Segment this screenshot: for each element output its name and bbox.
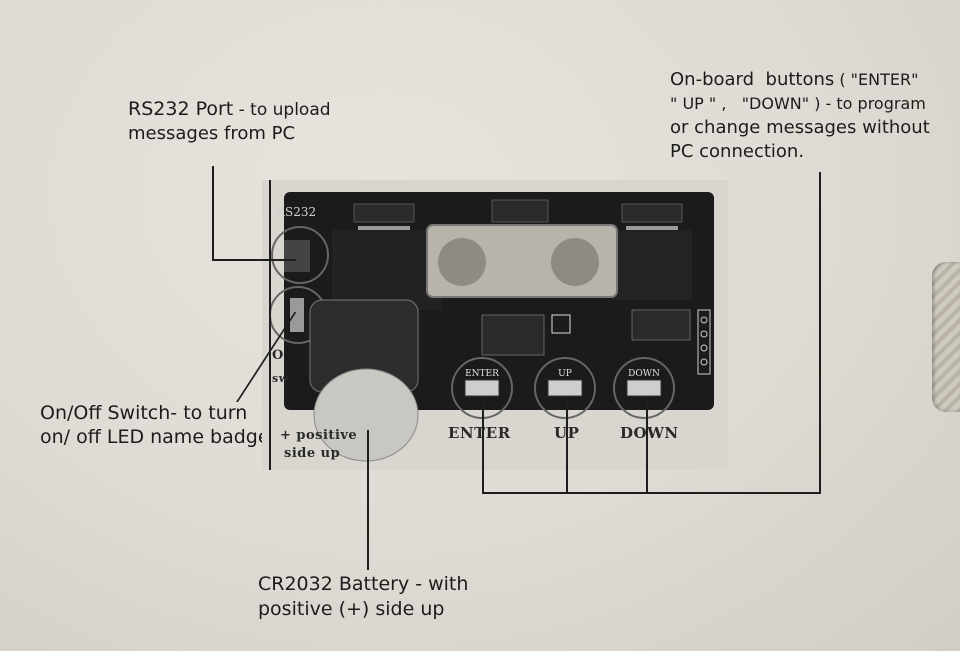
buttons-label-l2a: " UP ": [670, 94, 722, 113]
power-switch: [290, 298, 304, 332]
partial-letter: O: [272, 348, 284, 363]
buttons-label-l1b: buttons: [765, 69, 835, 90]
switch-label-l2: on/ off LED name badge: [40, 426, 270, 448]
buttons-label: On-board buttons ( "ENTER" " UP " , "DOW…: [670, 68, 930, 164]
buttons-leader-h: [482, 492, 821, 494]
button-group: [451, 357, 675, 419]
silk-down: DOWN: [628, 369, 660, 379]
frame-left: [269, 180, 271, 470]
buttons-label-l3: or change messages without: [670, 117, 930, 138]
battery-label: CR2032 Battery - with positive (+) side …: [258, 572, 468, 622]
battery-label-l2: positive (+) side up: [258, 598, 445, 620]
battery-leader: [367, 430, 369, 570]
buttons-leader-v: [819, 172, 821, 494]
small-chip: [551, 314, 571, 334]
enter-leader: [482, 398, 484, 494]
silk-rs232: RS232: [276, 205, 316, 219]
rs232-port: [284, 240, 310, 272]
down-leader: [646, 398, 648, 494]
rs232-desc: messages from PC: [128, 123, 296, 144]
rs232-leader-v: [212, 166, 214, 260]
board-texture: [332, 230, 692, 310]
partial-text: sw: [272, 372, 289, 385]
buttons-label-l2d: ) - to program: [814, 94, 926, 113]
silk-up: UP: [558, 369, 572, 379]
metal-component: [426, 224, 618, 298]
rs232-label: RS232 Port - to upload messages from PC: [128, 98, 331, 145]
caption-down: DOWN: [620, 424, 679, 442]
rs232-leader-h: [212, 259, 296, 261]
switch-label-l1: On/Off Switch- to turn: [40, 402, 248, 424]
top-chips: [353, 199, 683, 230]
pcb-photo: ENTER UP DOWN RS232 ENTER UP DOWN + posi…: [262, 180, 728, 470]
rs232-title-tail: - to upload: [233, 100, 331, 120]
buttons-label-l4: PC connection.: [670, 141, 805, 162]
caption-enter: ENTER: [448, 424, 511, 442]
battery-label-l1: CR2032 Battery - with: [258, 573, 469, 595]
rs232-port-marker: [271, 226, 329, 284]
battery-note-l2: side up: [284, 446, 341, 461]
up-leader: [566, 398, 568, 494]
coin-battery: [313, 368, 419, 462]
buttons-label-l1a: On-board: [670, 69, 755, 90]
battery-note-l1: + positive: [280, 428, 358, 443]
silk-enter: ENTER: [465, 369, 499, 379]
rs232-title: RS232 Port: [128, 98, 234, 120]
header-pins: [697, 309, 711, 375]
buttons-label-l1c: ( "ENTER": [834, 70, 919, 89]
buttons-label-l2b: ,: [721, 94, 727, 113]
pcb-illustration: ENTER UP DOWN RS232: [269, 192, 714, 462]
buttons-label-l2c: "DOWN": [736, 94, 815, 113]
card-tab: [932, 262, 960, 412]
switch-label: On/Off Switch- to turn on/ off LED name …: [40, 401, 270, 449]
center-ic: [481, 314, 545, 356]
right-ic: [631, 309, 691, 341]
